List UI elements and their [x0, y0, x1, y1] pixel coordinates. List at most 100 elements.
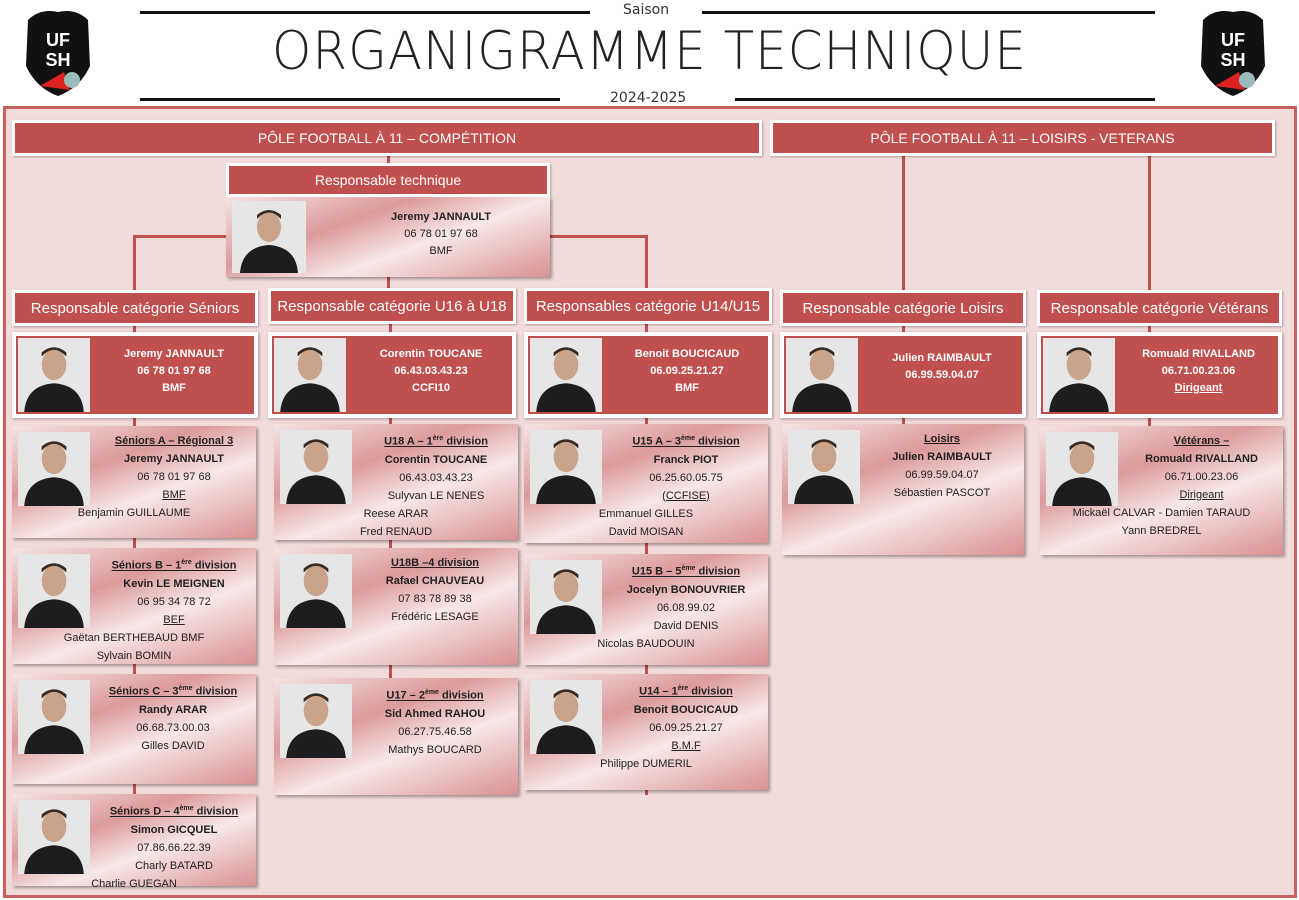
- divider: [140, 11, 590, 14]
- team-title-text: U17 – 2: [386, 689, 425, 702]
- team-title-text: U14 – 1: [639, 685, 678, 698]
- divider: [140, 98, 560, 101]
- person-name: Rafael CHAUVEAU: [385, 575, 485, 587]
- person-photo: [232, 201, 306, 273]
- person-name: Randy ARAR: [138, 703, 208, 716]
- svg-text:UF: UF: [46, 30, 70, 50]
- phone-number: 06.71.00.23.06: [1164, 471, 1239, 483]
- person-photo: [280, 684, 352, 758]
- team-title: Séniors C – 3ème division: [96, 680, 250, 701]
- staff-member: Mickaël CALVAR - Damien TARAUD: [1072, 507, 1251, 519]
- person-name: Romuald RIVALLAND: [1145, 453, 1258, 465]
- phone-number: 07.86.66.22.39: [137, 841, 211, 854]
- staff-member: Charlie GUEGAN: [91, 877, 177, 890]
- person-photo: [18, 338, 90, 412]
- phone-number: 06.09.25.21.27: [650, 365, 724, 377]
- phone-number: 07 83 78 89 38: [398, 593, 472, 605]
- staff-member: Benjamin GUILLAUME: [77, 507, 191, 519]
- svg-text:UF: UF: [1221, 30, 1245, 50]
- category-header: Responsable catégorie Vétérans: [1037, 290, 1282, 326]
- team-title: Séniors B – 1ère division: [16, 554, 252, 575]
- ordinal-suffix: ème: [681, 435, 696, 442]
- team-title: Loisirs: [866, 430, 1018, 448]
- team-title-text: U18B –4 division: [390, 557, 480, 569]
- team-title-text: division: [193, 805, 239, 818]
- person-name: Jeremy JANNAULT: [390, 211, 492, 223]
- club-logo-left: UF SH: [26, 11, 90, 96]
- team-title: Séniors A – Régional 3: [16, 432, 252, 450]
- technical-header: Responsable technique: [226, 163, 550, 197]
- team-title-text: Loisirs: [923, 433, 961, 445]
- season-value: 2024-2025: [610, 90, 687, 106]
- team-title: U17 – 2ème division: [358, 684, 512, 705]
- ordinal-suffix: ème: [179, 805, 194, 812]
- person-name: Franck PIOT: [653, 453, 719, 466]
- person-name: Corentin TOUCANE: [384, 453, 488, 466]
- person-photo: [18, 800, 90, 874]
- person-name: Sid Ahmed RAHOU: [384, 707, 486, 720]
- phone-number: 06.25.60.05.75: [649, 471, 723, 484]
- staff-member: Nicolas BAUDOUIN: [597, 637, 695, 650]
- team-title: Vétérans –: [1044, 432, 1279, 450]
- divider: [735, 98, 1155, 101]
- person-name: Benoit BOUCICAUD: [634, 348, 740, 360]
- staff-member: Sulyvan LE NENES: [387, 489, 485, 502]
- team-title-text: Séniors B – 1: [111, 559, 182, 572]
- diploma: B.M.F: [671, 739, 701, 752]
- club-logo-right: UF SH: [1201, 11, 1265, 96]
- person-photo: [18, 432, 90, 506]
- diploma: BMF: [162, 489, 186, 501]
- pole-loisirs-header: PÔLE FOOTBALL À 11 – LOISIRS - VETERANS: [770, 120, 1275, 156]
- page-title: ORGANIGRAMME TECHNIQUE: [272, 20, 1027, 82]
- diploma: Dirigeant: [1174, 382, 1223, 394]
- team-title-text: division: [695, 565, 741, 578]
- team-title-text: Séniors C – 3: [108, 685, 179, 698]
- team-title-text: Séniors A – Régional 3: [114, 435, 234, 447]
- person-name: 06.99.59.04.07: [905, 369, 979, 381]
- phone-number: 06 78 01 97 68: [404, 228, 478, 240]
- staff-member: David MOISAN: [608, 525, 684, 538]
- person-photo: [274, 338, 346, 412]
- ordinal-suffix: ème: [681, 565, 696, 572]
- staff-member: David DENIS: [653, 619, 719, 632]
- phone-number: CCFI10: [412, 382, 450, 394]
- team-title-text: division: [192, 685, 238, 698]
- team-title-text: U18 A – 1: [384, 435, 433, 448]
- person-photo: [1043, 338, 1115, 412]
- team-title-text: Séniors D – 4: [109, 805, 180, 818]
- person-name: BMF: [162, 382, 186, 394]
- team-title: U15 B – 5ème division: [528, 560, 764, 581]
- staff-member: Emmanuel GILLES: [598, 507, 694, 520]
- team-title: U18 A – 1ère division: [278, 430, 514, 451]
- team-title-text: U15 B – 5: [631, 565, 682, 578]
- diploma: Dirigeant: [1179, 489, 1224, 501]
- team-title-text: Vétérans –: [1173, 435, 1230, 447]
- person-photo: [530, 430, 602, 504]
- phone-number: 06.71.00.23.06: [1161, 365, 1236, 377]
- team-title: U18B –4 division: [358, 554, 512, 572]
- phone-number: 06.68.73.00.03: [136, 721, 210, 734]
- category-header: Responsable catégorie Séniors: [12, 290, 258, 326]
- ordinal-suffix: ère: [432, 435, 444, 442]
- person-name: 06 78 01 97 68: [137, 365, 211, 377]
- person-name: Julien RAIMBAULT: [892, 451, 992, 463]
- phone-number: 06.43.03.43.23: [399, 471, 473, 484]
- svg-text:SH: SH: [45, 50, 70, 70]
- staff-member: Charly BATARD: [135, 859, 213, 872]
- person-name: Jeremy JANNAULT: [123, 453, 225, 465]
- person-photo: [1046, 432, 1118, 506]
- team-card: Vétérans – Romuald RIVALLAND 06.71.00.23.0…: [1040, 426, 1283, 555]
- team-title-text: U15 A – 3: [632, 435, 682, 448]
- phone-number: 06.43.03.43.23: [394, 365, 468, 377]
- person-photo: [18, 554, 90, 628]
- svg-text:SH: SH: [1220, 50, 1245, 70]
- person-name: Romuald RIVALLAND: [1142, 348, 1255, 360]
